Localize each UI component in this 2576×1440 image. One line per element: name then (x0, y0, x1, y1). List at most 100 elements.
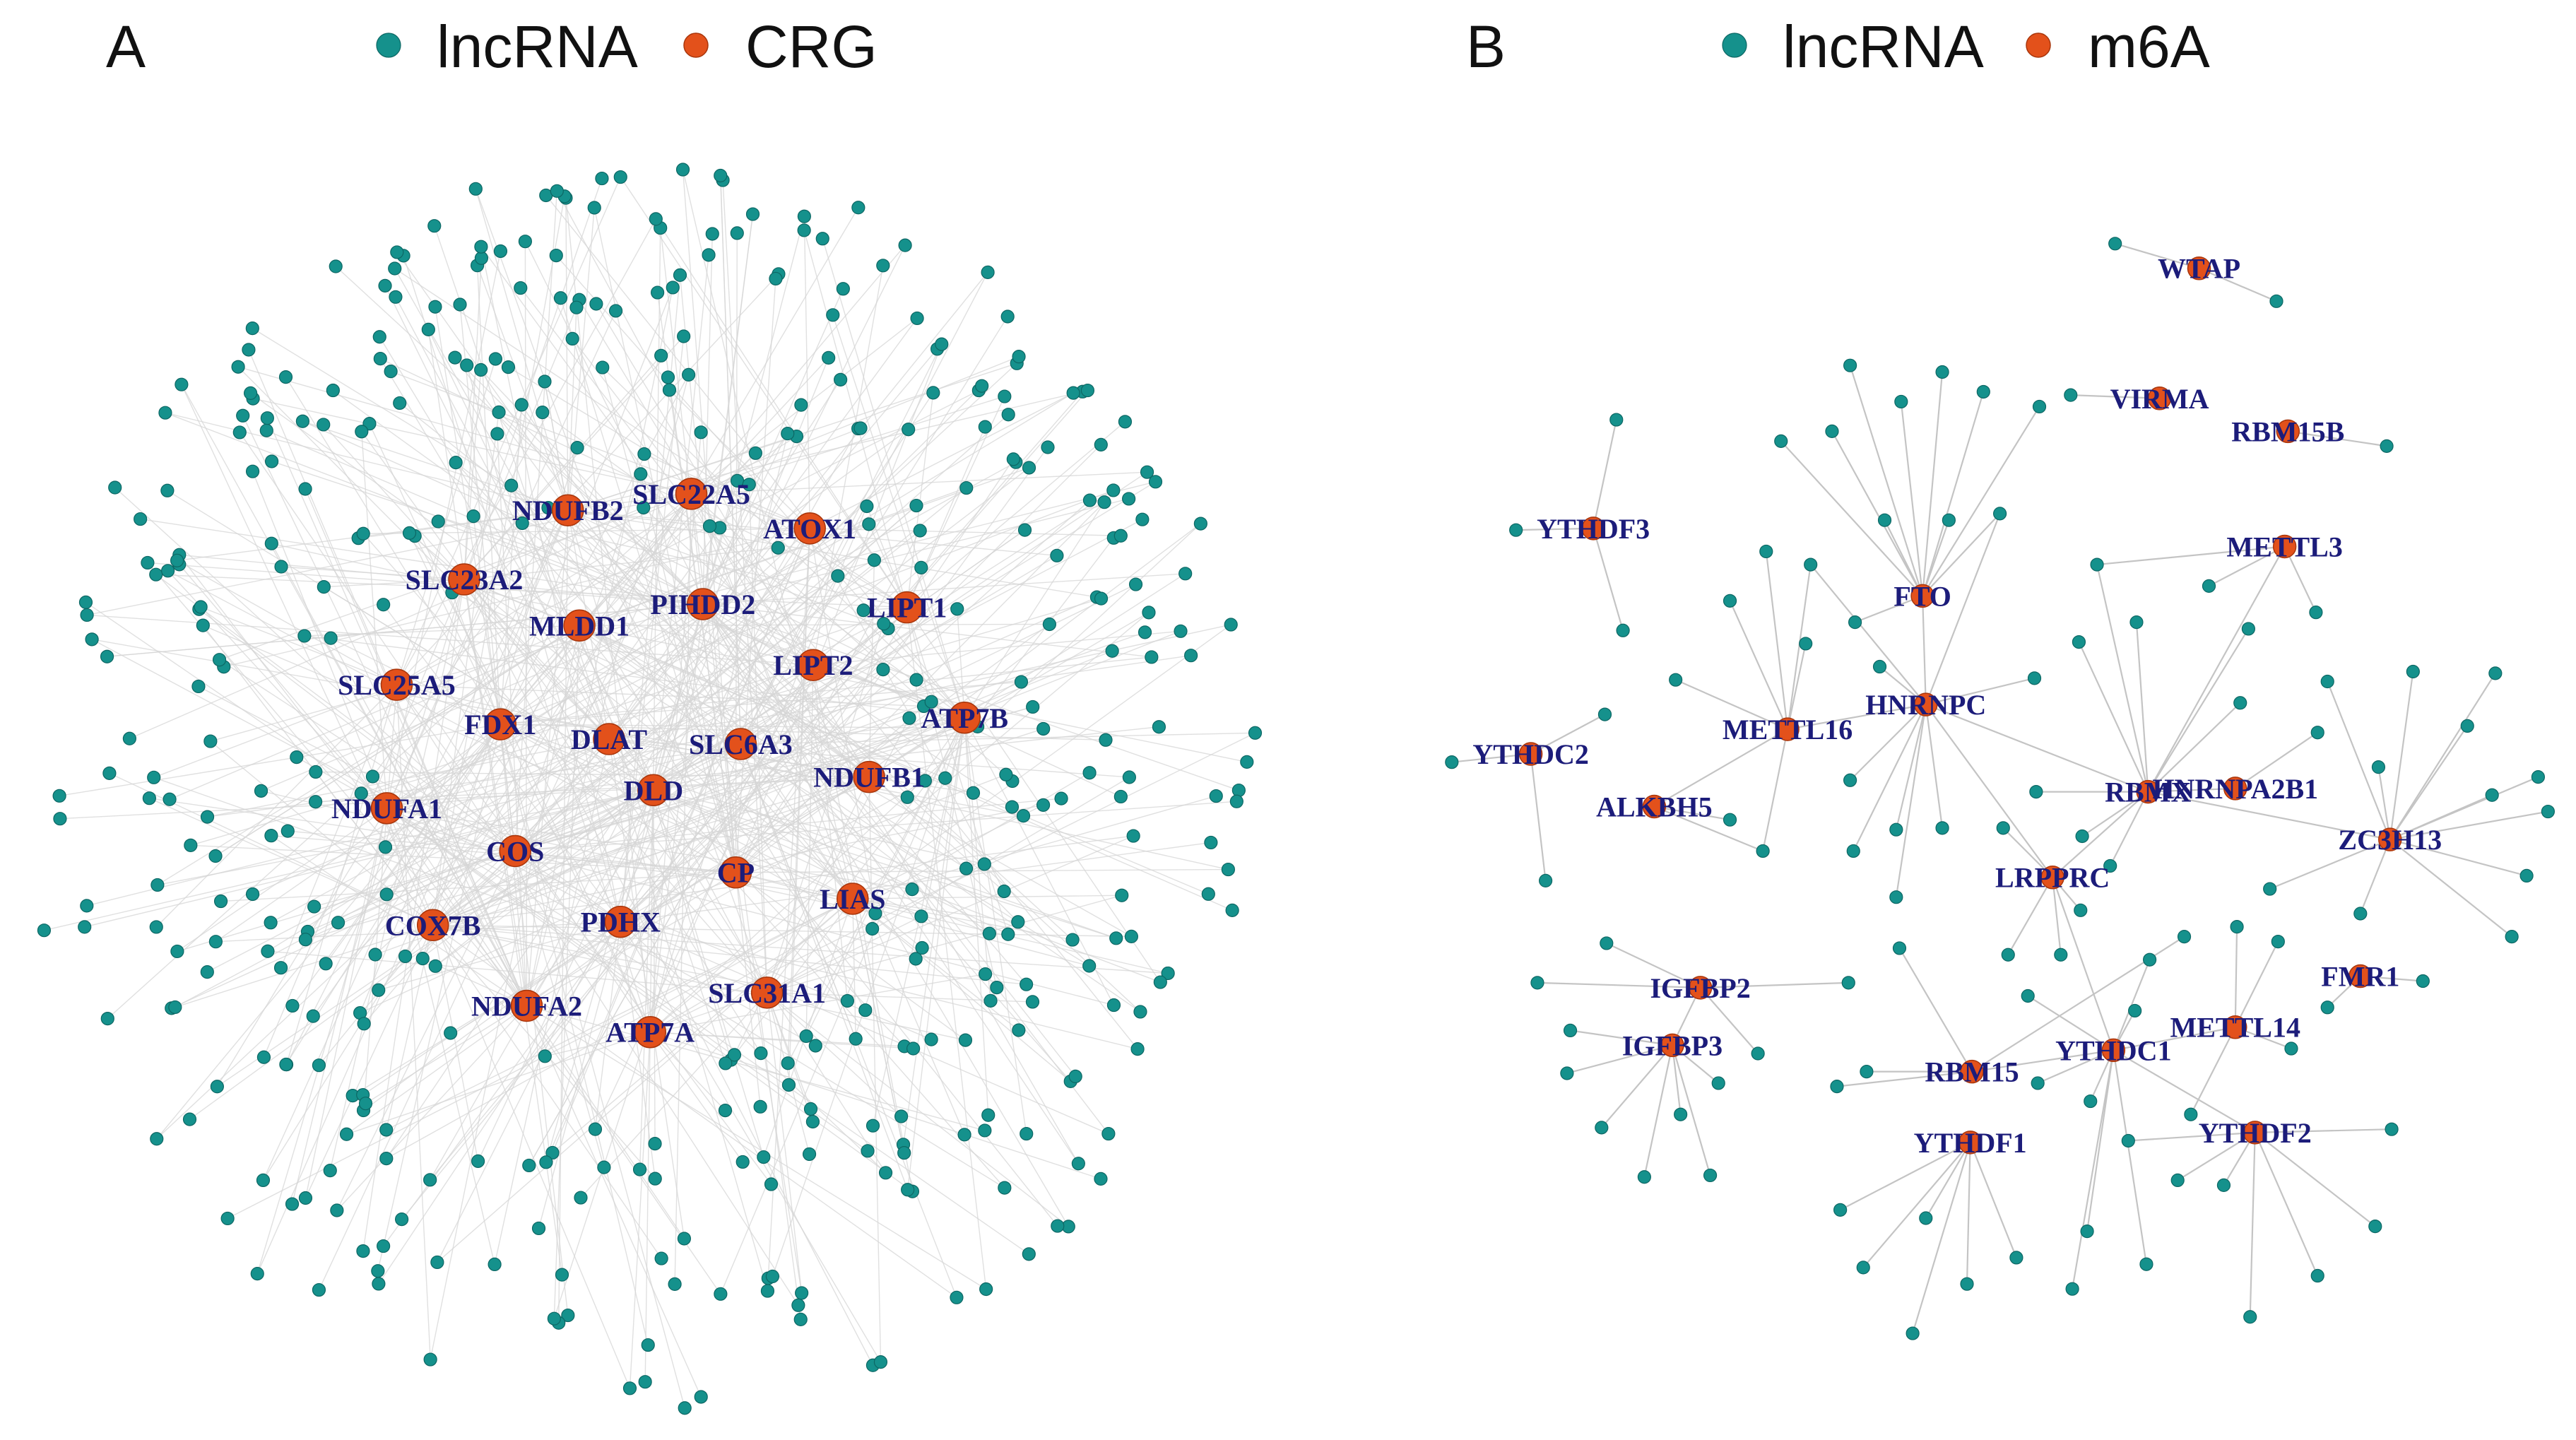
network-edge (430, 789, 654, 1181)
lncrna-node (264, 536, 278, 550)
lncrna-node (2320, 674, 2334, 689)
network-edge (653, 358, 829, 791)
network-edge (2359, 839, 2391, 914)
network-edge (171, 850, 516, 1009)
network-edge (767, 777, 1130, 993)
network-edge (639, 790, 654, 1170)
lncrna-node (1068, 1069, 1082, 1084)
network-edge (175, 924, 433, 1008)
network-edge (740, 743, 909, 1191)
network-edge (608, 738, 1005, 1188)
lncrna-node (2129, 615, 2144, 630)
lncrna-node (150, 1132, 164, 1146)
legend-a-lncrna-label: lncRNA (437, 13, 638, 80)
lncrna-node (2090, 557, 2104, 572)
network-edge (430, 625, 580, 1360)
lncrna-node (914, 909, 928, 923)
hub-nodes (370, 256, 2402, 1155)
network-edge (2235, 731, 2318, 789)
lncrna-node (1240, 755, 1254, 769)
lncrna-node (78, 920, 92, 934)
lncrna-node (200, 965, 214, 979)
lncrna-node (702, 248, 716, 262)
lncrna-node (2368, 1220, 2382, 1234)
lncrna-node (232, 425, 247, 439)
gene-label-cp: CP (717, 857, 755, 889)
network-edge (432, 490, 1114, 926)
lncrna-node (1751, 1046, 1765, 1061)
lncrna-node (1595, 1121, 1609, 1135)
lncrna-node (1889, 890, 1903, 904)
lncrna-node (149, 920, 163, 934)
network-edge (432, 924, 1169, 974)
lncrna-node (2263, 882, 2277, 896)
hub-node-alkbh5 (1642, 794, 1667, 819)
lncrna-node (466, 509, 480, 524)
network-edge (702, 603, 1109, 1134)
network-edge (1849, 704, 1927, 781)
lncrna-node (356, 526, 370, 541)
lncrna-node (536, 406, 550, 420)
lncrna-node (245, 321, 259, 336)
lncrna-node (860, 499, 874, 514)
lncrna-node (1843, 773, 1857, 787)
lncrna-node (979, 967, 993, 981)
lncrna-node (2128, 1003, 2142, 1018)
lncrna-node (613, 170, 627, 184)
network-edge (1831, 430, 1924, 596)
network-edge (432, 196, 565, 926)
lncrna-node (384, 365, 398, 379)
network-edge (463, 356, 1020, 580)
network-edge (365, 872, 736, 1104)
network-edge (285, 377, 501, 725)
network-edge (558, 510, 569, 1323)
lncrna-node (1106, 483, 1121, 497)
lncrna-node (2271, 934, 2285, 949)
network-edge (435, 743, 741, 967)
network-edge (386, 429, 909, 809)
lncrna-node (649, 212, 663, 226)
network-edge (1966, 1142, 1971, 1285)
network-edge (2389, 671, 2414, 840)
lncrna-node (518, 235, 533, 249)
lncrna-node (1106, 998, 1121, 1013)
lncrna-node (100, 1011, 114, 1026)
network-edge (620, 774, 1007, 923)
lncrna-node (545, 1145, 560, 1160)
lncrna-node (2009, 1251, 2023, 1265)
lncrna-node (52, 789, 66, 803)
network-edge (386, 808, 1029, 1255)
lncrna-node (950, 1290, 964, 1304)
network-edge (906, 717, 965, 1190)
lncrna-node (1825, 424, 1839, 438)
lncrna-node (220, 1211, 235, 1226)
network-edge (1925, 513, 2001, 705)
network-edge (271, 543, 528, 1006)
lncrna-node (1894, 394, 1908, 409)
network-edge (526, 392, 934, 1006)
network-edge (153, 684, 397, 778)
lncrna-node (757, 1150, 771, 1164)
network-edge (451, 592, 870, 778)
network-edge (526, 374, 690, 1006)
network-edge (629, 1032, 651, 1388)
network-edge (1884, 519, 1924, 596)
lncrna-node (2505, 930, 2519, 944)
network-edge (338, 789, 654, 923)
lncrna-node (587, 201, 601, 215)
network-edge (267, 950, 767, 993)
network-edge (500, 724, 685, 1408)
network-edge (434, 225, 610, 740)
lncrna-node (894, 1109, 909, 1123)
lncrna-node (1042, 617, 1056, 632)
lncrna-node (909, 498, 923, 513)
lncrna-node (1128, 577, 1143, 591)
hub-node-igfbp3 (1660, 1033, 1684, 1058)
lncrna-node (1071, 1157, 1085, 1171)
network-edge (567, 509, 889, 630)
network-edge (432, 835, 1134, 926)
lncrna-node (191, 679, 206, 694)
network-edge (579, 625, 1141, 1013)
network-edge (740, 743, 856, 1039)
lncrna-node (2054, 948, 2068, 962)
